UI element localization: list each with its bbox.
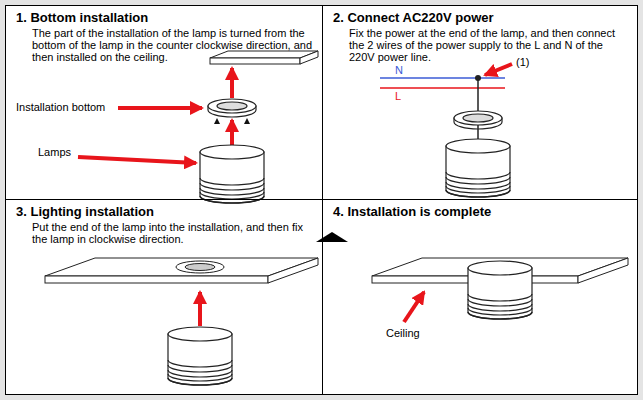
part-label: Installation bottom: [16, 101, 105, 113]
step-panel: 4. Installation is complete: [322, 199, 638, 395]
step-heading: 3. Lighting installation: [16, 204, 322, 219]
step-description: The part of the installation of the lamp…: [32, 27, 314, 63]
part-label: (1): [516, 56, 529, 68]
step-heading: 1. Bottom installation: [16, 10, 322, 25]
step-description: Fix the power at the end of the lamp, an…: [349, 27, 629, 63]
part-label: L: [395, 90, 401, 102]
part-label: Lamps: [38, 146, 71, 158]
step-description: Put the end of the lamp into the install…: [32, 221, 314, 245]
part-label: Ceiling: [386, 327, 420, 339]
step-panel: 2. Connect AC220V powerFix the power at …: [322, 5, 638, 200]
step-heading: 2. Connect AC220V power: [333, 10, 637, 25]
step-panel: 3. Lighting installationPut the end of t…: [5, 199, 323, 395]
part-label: N: [395, 64, 403, 76]
step-heading: 4. Installation is complete: [333, 204, 637, 219]
